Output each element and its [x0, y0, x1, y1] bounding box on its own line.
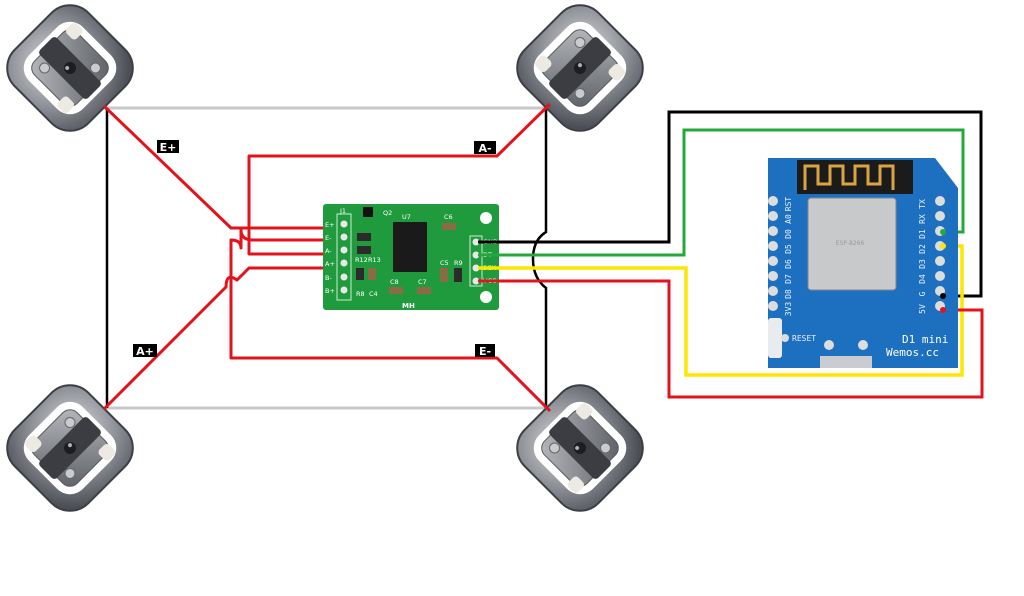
pin-label-d2: D2: [918, 244, 927, 254]
red-bridge-wires: [102, 102, 552, 413]
pin-label-5v: 5V: [918, 304, 927, 314]
pin-label-d3: D3: [918, 259, 927, 269]
label-a-plus: A+: [133, 344, 157, 358]
pin-label-tx: TX: [918, 199, 927, 209]
pin-label-rst: RST: [784, 197, 793, 212]
label-r9: R9: [454, 259, 463, 267]
d1-mini-board: ESP-8266 RST A0 D0 D5 D6 D7 D8 3V3 TX RX…: [768, 158, 958, 368]
wire-a-minus: [247, 102, 552, 256]
pin-label-b-plus: B+: [325, 287, 335, 295]
pin-label-b-minus: B-: [325, 274, 332, 282]
black-wire-right: [531, 108, 548, 408]
load-cell-top-left: [0, 0, 145, 143]
label-c4: C4: [369, 290, 378, 298]
gray-frame-wires: [104, 106, 546, 410]
pin-label-d1: D1: [918, 229, 927, 239]
pin-label-d0: D0: [784, 229, 793, 239]
label-text: E-: [479, 345, 491, 358]
label-text: A-: [478, 142, 491, 155]
label-u7: U7: [402, 213, 411, 221]
label-c8: C8: [390, 278, 399, 286]
wire-sck-yellow: [478, 244, 964, 377]
reset-label: RESET: [792, 334, 816, 343]
wire-gnd-black: [478, 110, 983, 298]
label-text: A+: [136, 345, 154, 358]
wire-e-plus: [102, 104, 341, 230]
d1-mini-label: D1 mini: [902, 333, 948, 346]
load-cell-bottom-left: [0, 373, 145, 523]
hx711-board: J1 E+ E- A- A+ B- B+ U7 Q2 C6 R12 R13 R8…: [323, 204, 499, 310]
wire-e-minus: [229, 228, 552, 413]
esp8266-module: [807, 197, 897, 291]
black-frame-wires: [105, 108, 548, 408]
label-r12: R12: [355, 256, 368, 264]
pin-label-rx: RX: [918, 214, 927, 224]
usb-port: [820, 356, 872, 368]
wire-vcc-red: [478, 279, 984, 399]
chip-u7: [393, 222, 427, 272]
pin-label-d8: D8: [784, 289, 793, 299]
pin-label-a0: A0: [784, 214, 793, 224]
hx711-left-pins: E+ E- A- A+ B- B+: [325, 220, 348, 295]
label-r13: R13: [368, 256, 381, 264]
label-c6: C6: [444, 213, 453, 221]
pin-label-a-plus: A+: [325, 260, 335, 268]
pin-label-e-plus: E+: [325, 221, 335, 229]
wire-a-plus: [102, 266, 341, 411]
pin-label-d5: D5: [784, 244, 793, 254]
module-label: ESP-8266: [836, 240, 865, 247]
label-a-minus: A-: [474, 141, 496, 155]
load-cell-top-right: [505, 0, 655, 143]
pin-label-3v3: 3V3: [784, 302, 793, 317]
load-cell-bottom-right: [505, 373, 655, 523]
wire-dt-green: [478, 128, 965, 257]
pin-label-g: G: [918, 291, 927, 296]
label-mh: MH: [402, 302, 415, 310]
pin-label-d7: D7: [784, 274, 793, 284]
label-q2: Q2: [383, 209, 392, 217]
d1-wire-terminals: [940, 229, 946, 313]
pin-label-d4: D4: [918, 274, 927, 284]
signal-wires: [478, 110, 984, 399]
pin-label-d6: D6: [784, 259, 793, 269]
reset-button: [781, 334, 789, 342]
pin-label-a-minus: A-: [325, 247, 332, 255]
label-text: E+: [160, 141, 177, 154]
d1-left-pins: RST A0 D0 D5 D6 D7 D8 3V3: [768, 196, 793, 316]
pin-label-e-minus: E-: [325, 234, 332, 242]
hx711-j1-label: J1: [339, 207, 346, 215]
wemos-label: Wemos.cc: [886, 346, 939, 359]
label-r8: R8: [356, 290, 365, 298]
label-c7: C7: [418, 278, 427, 286]
label-c5: C5: [440, 259, 449, 267]
label-e-minus: E-: [475, 344, 495, 358]
label-e-plus: E+: [157, 140, 179, 154]
